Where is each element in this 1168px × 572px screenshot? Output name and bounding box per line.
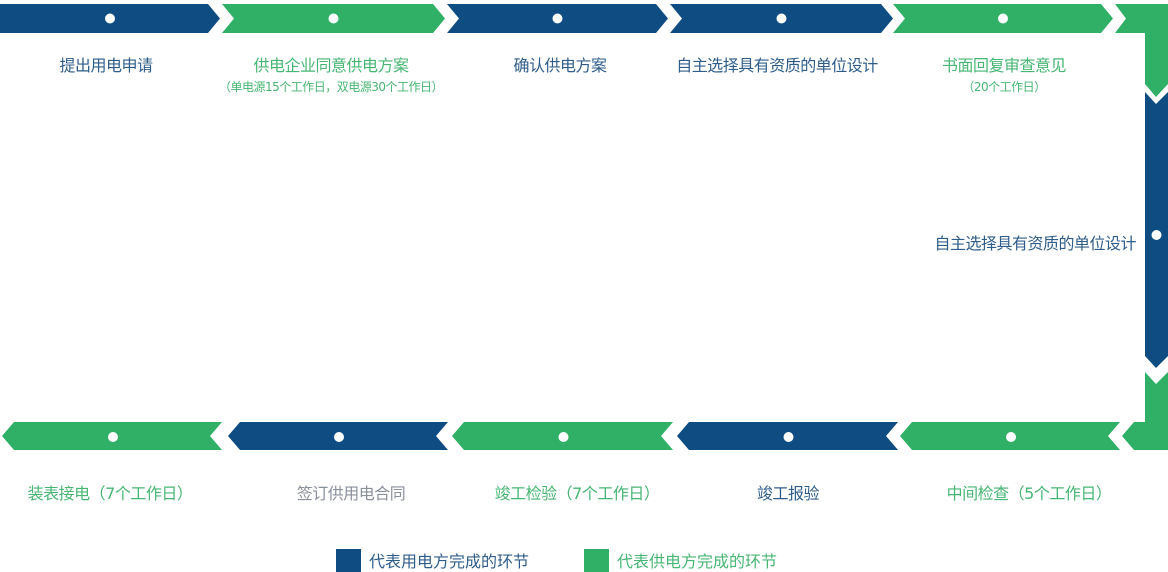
step-3-label: 确认供电方案 [513,56,607,75]
step-1-label: 提出用电申请 [59,56,153,75]
step-8-label: 竣工报验 [756,484,820,503]
legend-user-swatch [336,548,361,572]
step-4-label: 自主选择具有资质的单位设计 [676,56,878,75]
step-11-label: 装表接电（7个工作日） [27,484,193,503]
step-2-label: 供电企业同意供电方案（单电源15个工作日，双电源30个工作日） [218,56,444,94]
step-11-dot [108,432,118,442]
step-7-label: 中间检查（5个工作日） [946,484,1112,503]
step-3-dot [552,13,563,24]
step-2-dot [328,13,339,24]
legend-user-label: 代表用电方完成的环节 [369,552,530,571]
step-10-label: 签订供用电合同 [296,484,406,503]
corner-bottom-right [1122,372,1168,450]
step-4-dot [776,13,787,24]
step-2-duration: （单电源15个工作日，双电源30个工作日） [218,80,444,94]
legend-supplier-label: 代表供电方完成的环节 [617,552,778,571]
legend-user: 代表用电方完成的环节 [336,548,529,572]
legend-supplier-swatch [584,548,609,572]
step-6-dot [1151,230,1162,240]
step-5-dot [998,13,1008,24]
step-8-dot [783,432,794,442]
step-9-dot [558,432,569,442]
step-9-label: 竣工检验（7个工作日） [494,484,660,503]
step-1-dot [105,13,115,24]
step-5-duration: （20个工作日） [962,80,1046,94]
step-7-dot [1006,432,1016,442]
step-6-label: 自主选择具有资质的单位设计 [934,234,1136,253]
step-5-label: 书面回复审查意见（20个工作日） [941,56,1067,94]
step-10-dot [334,432,344,442]
corner-top-right [1115,4,1168,97]
legend-supplier: 代表供电方完成的环节 [584,548,777,572]
